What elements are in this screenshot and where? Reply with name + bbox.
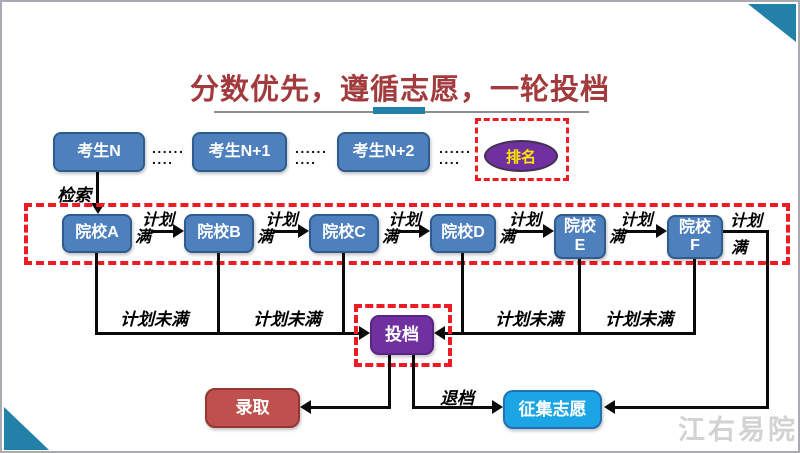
search-arrow-line xyxy=(96,172,99,203)
ellipsis-dots-3: ...... .... xyxy=(439,140,472,167)
college-box-e: 院校 E xyxy=(554,214,606,259)
flow-line xyxy=(766,230,769,409)
search-arrowhead-icon xyxy=(91,203,105,214)
arrowhead-icon xyxy=(656,224,667,238)
college-box-f: 院校 F xyxy=(667,215,723,259)
flow-line xyxy=(398,230,420,233)
flow-line xyxy=(273,230,299,233)
plan-full-label2: 满 xyxy=(731,240,748,257)
flow-line xyxy=(461,253,464,335)
flow-line xyxy=(625,230,657,233)
college-box-a: 院校A xyxy=(62,214,132,253)
withdraw-label: 退档 xyxy=(440,389,474,408)
corner-triangle-top-right-icon xyxy=(748,4,796,42)
flow-line xyxy=(151,230,174,233)
ranking-highlight-box xyxy=(475,118,569,181)
watermark: 江右易院 xyxy=(678,415,798,445)
ellipsis-row: ...... xyxy=(295,140,328,156)
arrowhead-icon xyxy=(543,224,554,238)
plan-full-label: 计划 xyxy=(729,213,762,230)
flow-line xyxy=(615,406,769,409)
ranking-ellipse: 排名 xyxy=(484,140,558,172)
plan-not-full-label: 计划未满 xyxy=(120,310,188,329)
arrowhead-icon xyxy=(359,326,370,340)
arrowhead-icon xyxy=(419,224,430,238)
college-box-d: 院校D xyxy=(430,214,496,253)
plan-full-label2: 满 xyxy=(135,229,152,246)
colleges-highlight-box xyxy=(24,203,790,265)
plan-not-full-label: 计划未满 xyxy=(253,310,321,329)
page-title: 分数优先，遵循志愿，一轮投档 xyxy=(189,74,610,106)
flow-line xyxy=(412,355,415,409)
flow-line xyxy=(95,253,98,335)
college-box-c: 院校C xyxy=(309,214,379,253)
flow-line xyxy=(311,406,391,409)
plan-full-label: 计划 xyxy=(388,212,421,229)
collect-volunteer-box: 征集志愿 xyxy=(503,390,602,429)
ellipsis-dots-2: ...... .... xyxy=(295,140,328,167)
ellipsis-dots-1: ...... .... xyxy=(152,140,185,167)
arrowhead-icon xyxy=(492,400,503,414)
plan-full-label: 计划 xyxy=(141,212,174,229)
admit-box: 录取 xyxy=(205,388,300,428)
ellipsis-row: ...... xyxy=(439,140,472,156)
flow-line xyxy=(723,230,769,233)
plan-full-label2: 满 xyxy=(609,229,626,246)
flow-line xyxy=(95,332,359,335)
arrowhead-icon xyxy=(434,326,445,340)
plan-full-label2: 满 xyxy=(257,229,274,246)
plan-full-label: 计划 xyxy=(508,212,541,229)
plan-not-full-label: 计划未满 xyxy=(605,310,673,329)
arrowhead-icon xyxy=(300,400,311,414)
plan-full-label: 计划 xyxy=(265,212,298,229)
flow-line xyxy=(445,332,696,335)
arrowhead-icon xyxy=(173,224,184,238)
flow-line xyxy=(217,253,220,335)
flow-line xyxy=(388,355,391,409)
ellipsis-row: .... xyxy=(439,151,461,167)
title-underline-accent xyxy=(373,107,425,114)
file-highlight-box xyxy=(354,304,452,367)
examinee-box-n: 考生N xyxy=(53,132,145,172)
plan-full-label2: 满 xyxy=(382,229,399,246)
ellipsis-row: .... xyxy=(295,151,317,167)
college-box-b: 院校B xyxy=(184,214,254,253)
corner-triangle-bottom-left-icon xyxy=(4,407,49,450)
plan-not-full-label: 计划未满 xyxy=(495,310,563,329)
search-label: 检索 xyxy=(57,186,91,205)
flow-line xyxy=(342,253,345,335)
file-box: 投档 xyxy=(370,315,434,355)
plan-full-label: 计划 xyxy=(620,212,653,229)
flow-line xyxy=(578,259,581,335)
ellipsis-row: ...... xyxy=(152,140,185,156)
examinee-box-n2: 考生N+2 xyxy=(337,132,430,172)
arrowhead-icon xyxy=(298,224,309,238)
ellipsis-row: .... xyxy=(152,151,174,167)
examinee-box-n1: 考生N+1 xyxy=(192,132,287,172)
flow-line xyxy=(413,406,492,409)
arrowhead-icon xyxy=(604,400,615,414)
flow-line xyxy=(693,259,696,335)
plan-full-label2: 满 xyxy=(499,229,516,246)
flow-line xyxy=(515,230,544,233)
